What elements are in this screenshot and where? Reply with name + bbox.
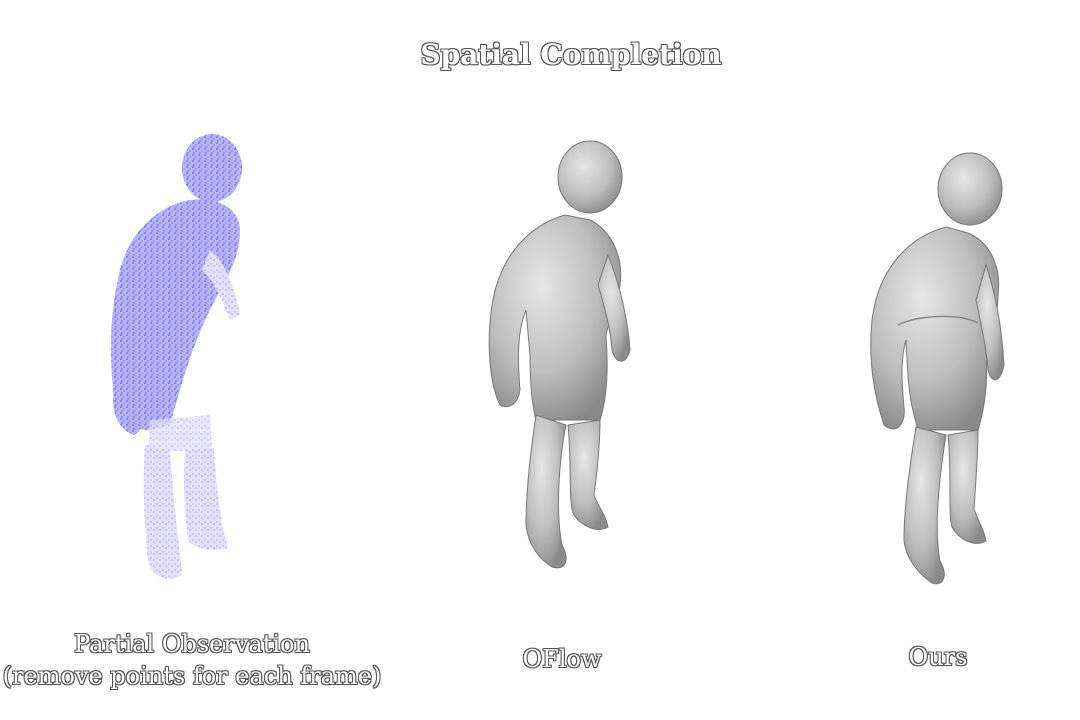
caption-line: Partial Observation	[74, 630, 310, 658]
caption-oflow: OFlow	[522, 645, 602, 673]
oflow-mesh-result	[470, 135, 650, 585]
caption-ours: Ours	[908, 643, 968, 671]
caption-partial-observation: Partial Observation (remove points for e…	[0, 628, 384, 692]
caption-line: (remove points for each frame)	[2, 662, 382, 690]
ours-mesh-result	[858, 145, 1028, 595]
partial-observation-point-cloud	[90, 130, 290, 590]
figure-title: Spatial Completion	[420, 38, 722, 71]
